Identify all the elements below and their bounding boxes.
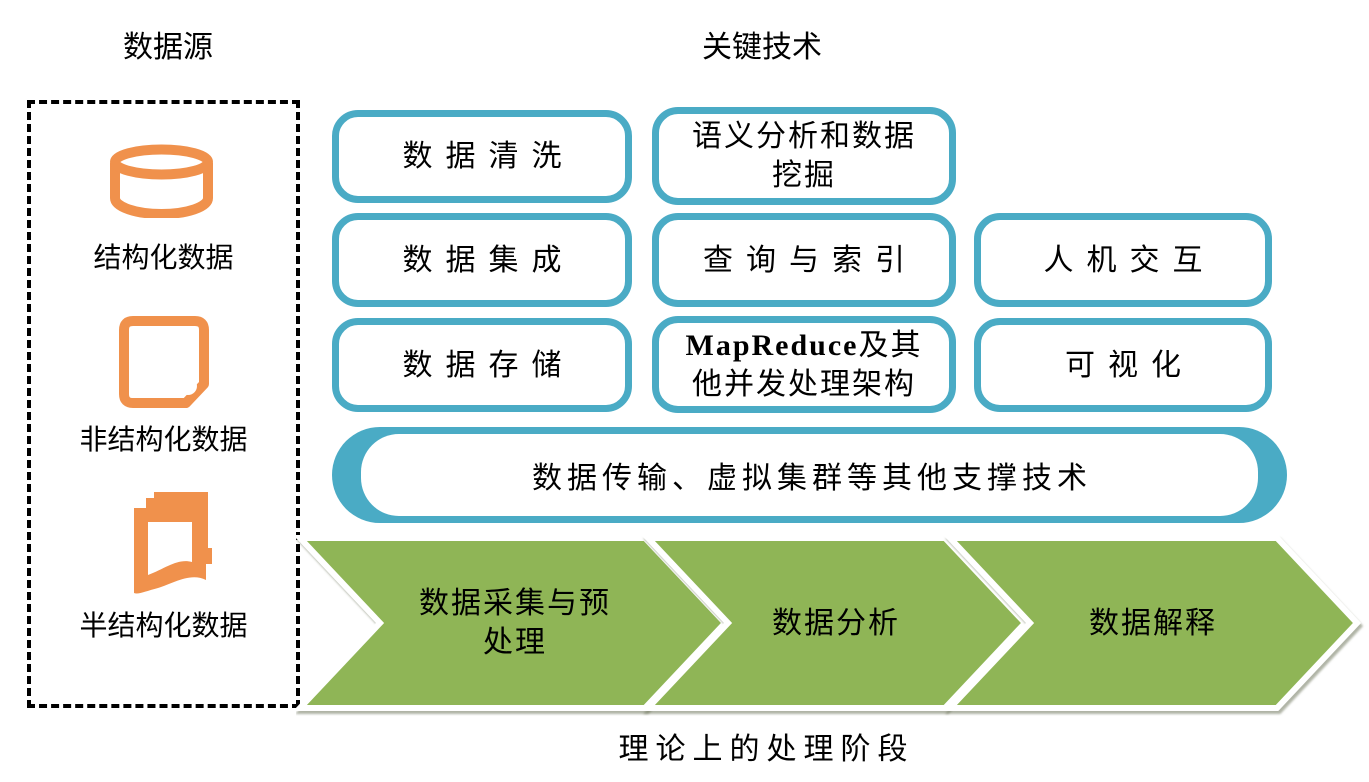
database-cylinder-icon (109, 144, 214, 223)
structured-data-label: 结构化数据 (93, 243, 234, 274)
tech-box-label: 人机交互 (1043, 243, 1216, 277)
chevron-stage-2 (641, 535, 1030, 711)
support-technology-box: 数据传输、虚拟集群等其他支撑技术 (332, 427, 1287, 523)
tech-box-query-indexing: 查询与索引 (652, 213, 956, 307)
tech-box-data-cleaning: 数据清洗 (332, 110, 632, 203)
semistructured-data-label: 半结构化数据 (79, 611, 248, 642)
tech-box-human-computer-interaction: 人机交互 (974, 213, 1272, 307)
tech-box-label: 可视化 (1065, 348, 1194, 382)
tech-box-mapreduce: MapReduce及其 他并发处理架构 (652, 316, 956, 413)
stacked-documents-icon (110, 488, 212, 605)
data-source-title: 数据源 (123, 31, 213, 64)
tech-box-data-storage: 数据存储 (332, 318, 632, 412)
mapreduce-bold-text: MapReduce (685, 328, 859, 362)
process-chevron-band (296, 535, 1362, 711)
stage-label-data-analysis: 数据分析 (772, 606, 900, 640)
tech-box-label: MapReduce及其 他并发处理架构 (686, 326, 923, 404)
unstructured-data-label: 非结构化数据 (79, 425, 248, 456)
chevron-stage-3 (943, 535, 1362, 711)
support-technology-box-inner: 数据传输、虚拟集群等其他支撑技术 (361, 434, 1258, 516)
data-source-panel: 结构化数据 非结构化数据 半结构化数据 (27, 100, 300, 708)
tech-box-label: 数据清洗 (402, 140, 575, 173)
tech-box-data-integration: 数据集成 (332, 213, 632, 307)
tech-box-visualization: 可视化 (974, 318, 1272, 412)
tech-box-label: 数据集成 (402, 243, 575, 277)
process-caption: 理论上的处理阶段 (618, 733, 915, 766)
stage-label-data-interpretation: 数据解释 (1089, 606, 1217, 640)
tech-box-semantic-analysis-mining: 语义分析和数据 挖掘 (652, 107, 956, 205)
tech-box-label: 数据存储 (402, 348, 575, 382)
support-technology-label: 数据传输、虚拟集群等其他支撑技术 (532, 462, 1092, 495)
tech-box-label: 查询与索引 (703, 243, 918, 277)
key-technology-title: 关键技术 (702, 31, 822, 64)
document-icon (118, 314, 210, 415)
stage-label-collection-preprocessing: 数据采集与预 处理 (419, 587, 611, 659)
tech-box-label: 语义分析和数据 挖掘 (692, 120, 916, 192)
mapreduce-rest-text: 及其 他并发处理架构 (691, 328, 923, 401)
